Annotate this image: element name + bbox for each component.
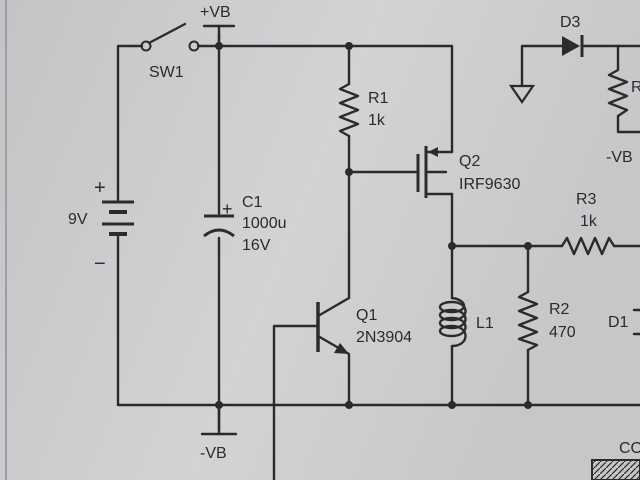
inductor-coil [438, 296, 467, 354]
resistor-r3-value: 1k [580, 213, 598, 230]
resistor-r3: R3 1k [560, 191, 616, 256]
q1-value: 2N3904 [356, 329, 412, 346]
resistor-r1-ref: R1 [368, 90, 389, 107]
resistor-r1-value: 1k [368, 112, 386, 129]
diode-d3: D3 [508, 14, 640, 104]
junction-dot [448, 401, 456, 409]
resistor-r2-ref: R2 [549, 301, 570, 318]
capacitor-c1: + C1 1000u 16V [203, 194, 287, 254]
resistor-r1: R1 1k [338, 82, 389, 138]
q1-ref: Q1 [356, 307, 377, 324]
partial-resistor-zigzag [607, 44, 640, 134]
resistor-r1-zigzag [338, 82, 360, 138]
q2-drain-lead [424, 170, 454, 196]
switch-label: SW1 [149, 64, 184, 81]
d3-triangle [562, 36, 580, 56]
wire-q1-base [272, 324, 320, 480]
capacitor-plate-curved [203, 228, 235, 238]
junction-dot [345, 168, 353, 176]
partial-resistor-right: R -VB [606, 44, 640, 166]
battery-value: 9V [68, 211, 88, 228]
wire-top-rail [196, 44, 454, 154]
partial-resistor-mark: R [631, 79, 640, 96]
transistor-q1: Q1 2N3904 [316, 296, 412, 374]
q2-value: IRF9630 [459, 176, 520, 193]
d1-ref: D1 [608, 314, 629, 331]
hatched-block [591, 459, 640, 480]
resistor-r2-zigzag [517, 290, 539, 352]
positive-rail-terminal: +VB [200, 4, 236, 48]
resistor-r2: R2 470 [517, 290, 576, 352]
negative-rail-label: -VB [200, 445, 227, 462]
diode-d1: D1 [608, 308, 640, 336]
capacitor-ref: C1 [242, 194, 263, 211]
switch-lever [147, 22, 187, 45]
side-rail-label: -VB [606, 149, 633, 166]
switch-contact-left [140, 40, 152, 52]
battery-9v: + − 9V [68, 177, 134, 275]
wire-battery-to-switch [116, 44, 144, 192]
partial-component-bottom-right: CO [591, 440, 640, 480]
q2-ref: Q2 [459, 153, 480, 170]
resistor-r3-zigzag [560, 236, 616, 256]
positive-rail-label: +VB [200, 4, 231, 21]
inductor-l1: L1 [438, 296, 494, 354]
q1-collector-lead [316, 296, 351, 318]
d3-wires [520, 44, 640, 82]
q2-arrow [428, 147, 438, 157]
resistor-r3-ref: R3 [576, 191, 597, 208]
junction-dot [345, 42, 353, 50]
capacitor-value: 1000u [242, 215, 287, 232]
capacitor-rating: 16V [242, 237, 271, 254]
negative-rail-terminal: -VB [200, 403, 238, 462]
switch-sw1: SW1 [140, 22, 200, 81]
switch-contact-right [188, 40, 200, 52]
junction-dot [524, 242, 532, 250]
partial-label: CO [619, 440, 640, 457]
q1-emitter-arrow [334, 343, 349, 354]
inductor-ref: L1 [476, 315, 494, 332]
capacitor-plus-sign: + [222, 199, 233, 219]
resistor-r2-value: 470 [549, 324, 576, 341]
mosfet-q2: Q2 IRF9630 [416, 146, 520, 198]
junction-dot [345, 401, 353, 409]
junction-dot [448, 242, 456, 250]
wires [116, 32, 640, 480]
junction-dot [524, 401, 532, 409]
battery-plus-sign: + [94, 177, 106, 199]
d3-ref: D3 [560, 14, 581, 31]
battery-minus-sign: − [94, 253, 106, 275]
